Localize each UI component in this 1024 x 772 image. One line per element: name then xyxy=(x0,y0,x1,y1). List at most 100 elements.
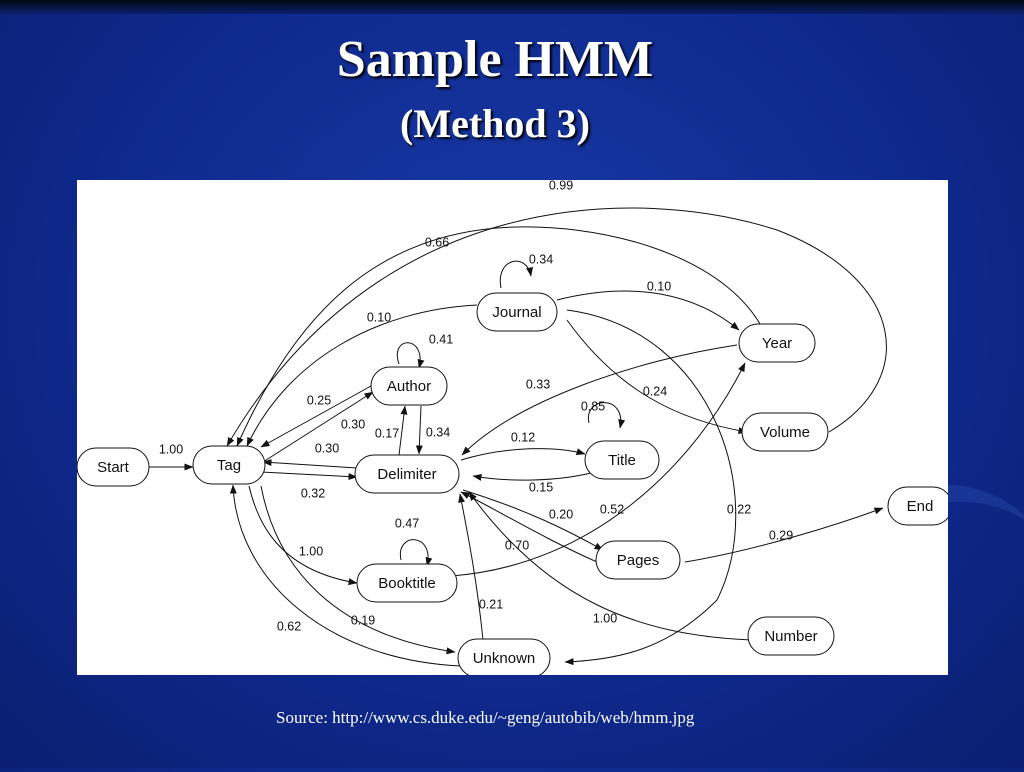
edge-label-volume-to-tag: 0.99 xyxy=(549,180,573,192)
edge-label-journal-to-volume: 0.24 xyxy=(643,384,667,398)
edge-pages-to-end xyxy=(684,507,884,563)
edge-journal-to-volume xyxy=(566,319,748,435)
edge-label-start-to-tag: 1.00 xyxy=(159,442,183,456)
edge-label-journal-to-year: 0.10 xyxy=(647,279,671,293)
edge-delimiter-to-author xyxy=(398,405,408,456)
edge-author-to-author xyxy=(396,342,425,369)
state-node-label: Number xyxy=(764,628,817,645)
edge-label-author-to-tag: 0.25 xyxy=(307,393,331,407)
edge-volume-to-tag xyxy=(226,207,887,447)
edge-label-tag-to-author: 0.30 xyxy=(341,417,365,431)
edge-label-delimiter-to-tag: 0.30 xyxy=(315,441,339,455)
edge-label-tag-to-booktitle: 1.00 xyxy=(299,544,323,558)
edge-tag-to-author xyxy=(262,391,374,463)
state-node-label: Pages xyxy=(617,552,660,569)
state-node-volume: Volume xyxy=(741,412,829,452)
edge-label-pages-to-end: 0.29 xyxy=(769,528,793,542)
edge-label-tag-to-delimiter: 0.32 xyxy=(301,486,325,500)
edge-delimiter-to-title xyxy=(460,448,586,461)
edge-delimiter-to-tag xyxy=(262,459,358,469)
edge-label-author-to-author: 0.41 xyxy=(429,332,453,346)
edge-delimiter-to-pages xyxy=(462,489,604,551)
top-bar xyxy=(0,0,1024,14)
edge-label-year-to-delimiter: 0.33 xyxy=(526,377,550,391)
state-node-shape xyxy=(457,638,551,675)
state-node-label: Start xyxy=(97,459,130,476)
state-node-shape xyxy=(354,454,460,494)
state-node-shape xyxy=(356,563,458,603)
edge-label-unknown-to-delimiter: 0.21 xyxy=(479,597,503,611)
state-node-label: End xyxy=(907,498,934,515)
edge-label-year-to-tag: 0.66 xyxy=(425,235,449,249)
edge-label-unknown-to-tag: 0.62 xyxy=(277,619,301,633)
state-node-label: Unknown xyxy=(473,650,536,667)
state-node-shape xyxy=(77,447,150,487)
source-citation: Source: http://www.cs.duke.edu/~geng/aut… xyxy=(276,708,695,727)
state-node-author: Author xyxy=(370,366,448,406)
state-node-shape xyxy=(370,366,448,406)
edge-label-delimiter-to-title: 0.12 xyxy=(511,430,535,444)
state-node-label: Booktitle xyxy=(378,575,436,592)
state-node-label: Journal xyxy=(492,304,541,321)
state-node-year: Year xyxy=(738,323,816,363)
edge-author-to-delimiter xyxy=(415,405,423,455)
edge-label-author-to-delimiter: 0.34 xyxy=(426,425,450,439)
state-node-label: Title xyxy=(608,452,636,469)
state-node-number: Number xyxy=(747,616,835,656)
edge-label-title-to-delimiter: 0.15 xyxy=(529,480,553,494)
edge-title-to-delimiter xyxy=(472,471,596,481)
state-node-label: Tag xyxy=(217,457,241,474)
edge-journal-to-journal xyxy=(499,260,534,289)
state-node-start: Start xyxy=(77,447,150,487)
hmm-diagram: 1.00 0.99 0.66 0.10 0.34 0.10 0.24 0.22 0.41 0.25… xyxy=(77,180,948,675)
edge-label-journal-to-journal: 0.34 xyxy=(529,252,553,266)
edge-year-to-tag xyxy=(236,226,770,447)
edge-journal-to-unknown xyxy=(564,309,737,666)
edge-label-title-to-title: 0.85 xyxy=(581,399,605,413)
state-node-journal: Journal xyxy=(476,292,558,332)
state-node-shape xyxy=(741,412,829,452)
edge-label-booktitle-to-booktitle: 0.47 xyxy=(395,516,419,530)
state-node-end: End xyxy=(887,486,948,526)
edge-label-delimiter-to-pages: 0.20 xyxy=(549,507,573,521)
state-node-label: Author xyxy=(387,378,431,395)
state-node-delimiter: Delimiter xyxy=(354,454,460,494)
edge-label-journal-to-unknown: 0.22 xyxy=(727,502,751,516)
state-node-shape xyxy=(747,616,835,656)
state-node-shape xyxy=(476,292,558,332)
diagram-panel: 1.00 0.99 0.66 0.10 0.34 0.10 0.24 0.22 0.41 0.25… xyxy=(77,180,948,675)
edge-tag-to-unknown xyxy=(260,485,456,655)
edge-journal-to-year xyxy=(556,290,740,331)
edge-label-booktitle-to-year: 0.52 xyxy=(600,502,624,516)
edge-unknown-to-delimiter xyxy=(458,493,484,641)
state-node-label: Volume xyxy=(760,424,810,441)
edge-label-pages-to-delimiter: 0.70 xyxy=(505,538,529,552)
slide-subtitle: (Method 3) xyxy=(400,101,590,146)
edge-label-delimiter-to-author: 0.17 xyxy=(375,426,399,440)
state-node-label: Year xyxy=(762,335,792,352)
state-node-unknown: Unknown xyxy=(457,638,551,675)
edge-unknown-to-tag xyxy=(229,484,462,667)
edge-year-to-delimiter xyxy=(461,344,738,456)
state-node-shape xyxy=(887,486,948,526)
edge-booktitle-to-booktitle xyxy=(399,539,433,567)
edge-label-journal-to-tag: 0.10 xyxy=(367,310,391,324)
state-node-shape xyxy=(595,540,681,580)
slide-title: Sample HMM xyxy=(336,31,654,88)
state-node-shape xyxy=(584,440,660,480)
edge-tag-to-booktitle xyxy=(248,485,358,586)
state-node-label: Delimiter xyxy=(377,466,436,483)
edge-author-to-tag xyxy=(260,385,372,448)
edge-booktitle-to-year xyxy=(450,362,746,577)
state-node-shape xyxy=(192,445,266,485)
state-node-title: Title xyxy=(584,440,660,480)
edge-label-tag-to-unknown: 0.19 xyxy=(351,613,375,627)
edge-tag-to-delimiter xyxy=(260,471,358,481)
edge-journal-to-tag xyxy=(246,304,478,447)
edge-number-to-delimiter xyxy=(468,491,752,641)
state-node-shape xyxy=(738,323,816,363)
edge-label-number-to-delimiter: 1.00 xyxy=(593,611,617,625)
edge-title-to-title xyxy=(588,402,626,429)
state-node-tag: Tag xyxy=(192,445,266,485)
state-node-booktitle: Booktitle xyxy=(356,563,458,603)
